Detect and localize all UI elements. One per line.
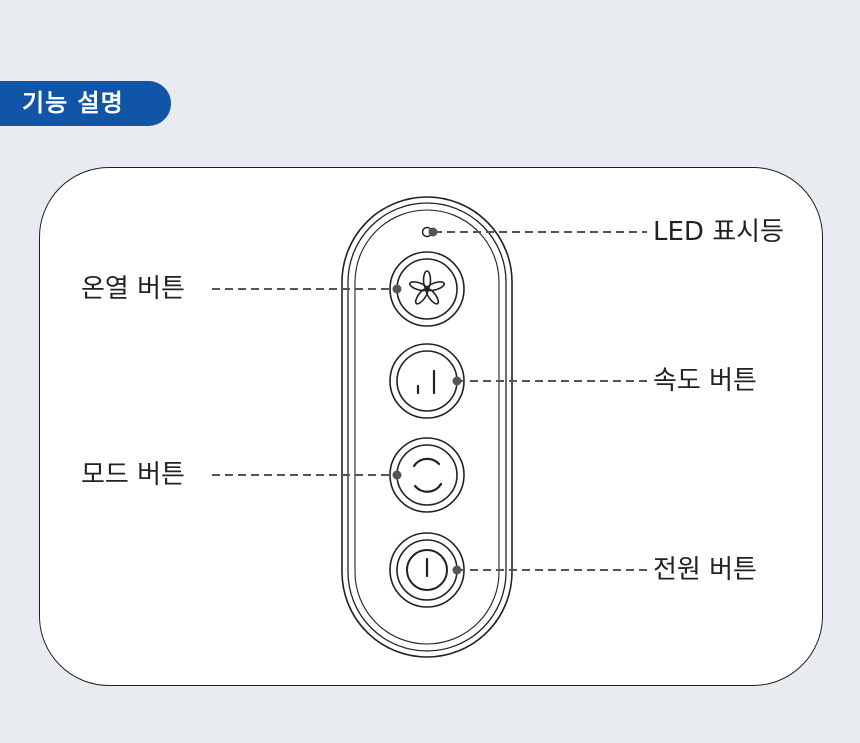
speed-bars-icon [416,369,436,395]
remote-body [341,196,513,658]
heat-button[interactable] [389,251,465,327]
heat-button-label: 온열 버튼 [81,274,185,304]
led-leader-dot [428,227,438,237]
speed-leader-dot [452,376,462,386]
power-leader-dot [452,565,462,575]
mode-leader-dot [392,470,402,480]
heat-leader-dot [392,284,402,294]
section-title: 기능 설명 [0,81,171,126]
mode-button-label: 모드 버튼 [81,460,185,490]
rotate-icon [412,457,443,493]
fan-icon [409,270,445,305]
speed-button-label: 속도 버튼 [653,366,757,396]
mode-button[interactable] [389,437,465,513]
power-button[interactable] [389,532,465,608]
power-button-label: 전원 버튼 [653,555,757,585]
led-label: LED 표시등 [653,217,784,247]
